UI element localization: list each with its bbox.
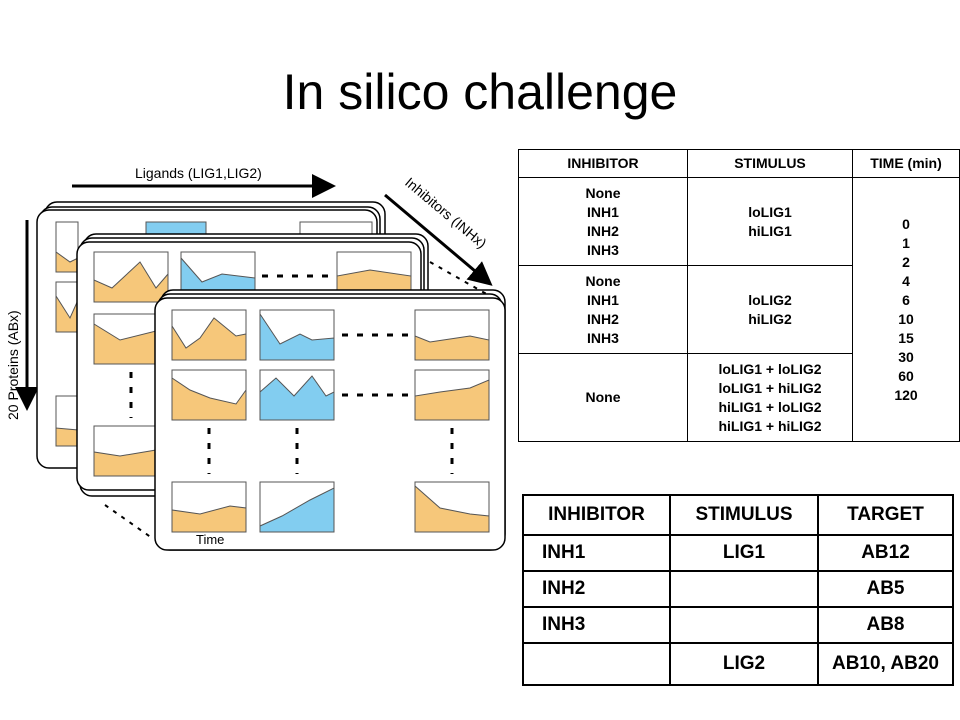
depth-line <box>429 261 491 297</box>
header-stimulus: STIMULUS <box>669 494 819 536</box>
front-plot <box>414 481 490 533</box>
front-plot <box>171 309 247 361</box>
inhibitors-arrow <box>384 193 493 286</box>
stimulus-cell: loLIG2 hiLIG2 <box>687 265 853 354</box>
front-plot <box>259 369 335 421</box>
front-plot <box>414 309 490 361</box>
inhibitor-cell: None INH1 INH2 INH3 <box>518 177 688 266</box>
target-cell: AB12 <box>817 534 954 572</box>
depth-line <box>104 504 153 539</box>
proteins-label: 20 Proteins (ABx) <box>5 310 21 420</box>
table-row: None INH1 INH2 INH3 loLIG1 hiLIG1 0 1 2 … <box>518 177 960 442</box>
target-cell: AB5 <box>817 570 954 608</box>
stimulus-cell: loLIG1 + loLIG2 loLIG1 + hiLIG2 hiLIG1 +… <box>687 353 853 442</box>
back-plot <box>55 221 79 273</box>
inhibitor-cell: INH1 <box>522 534 671 572</box>
table-row: INH2 AB5 <box>522 570 954 608</box>
table-row: None loLIG1 + loLIG2 loLIG1 + hiLIG2 hiL… <box>518 353 960 442</box>
ligands-label: Ligands (LIG1,LIG2) <box>135 165 262 181</box>
table-header-row: INHIBITOR STIMULUS TARGET <box>522 494 954 536</box>
front-plot <box>259 481 335 533</box>
stimulus-cell: LIG1 <box>669 534 819 572</box>
table-header-row: INHIBITOR STIMULUS TIME (min) <box>518 149 960 178</box>
table-row: None INH1 INH2 INH3 loLIG2 hiLIG2 <box>518 265 960 354</box>
table-row: LIG2 AB10, AB20 <box>522 642 954 686</box>
page-title: In silico challenge <box>282 64 678 120</box>
stimulus-cell <box>669 570 819 608</box>
experiment-table: INHIBITOR STIMULUS TIME (min) None INH1 … <box>518 149 960 442</box>
data-cube-diagram: Ligands (LIG1,LIG2) Inhibitors (INHx) 20… <box>5 165 506 551</box>
front-plot <box>171 369 247 421</box>
time-label: Time <box>196 532 224 547</box>
target-cell: AB8 <box>817 606 954 644</box>
inhibitor-cell: INH2 <box>522 570 671 608</box>
header-time: TIME (min) <box>852 149 960 178</box>
header-stimulus: STIMULUS <box>687 149 853 178</box>
front-plot <box>171 481 247 533</box>
table-row: INH1 LIG1 AB12 <box>522 534 954 572</box>
header-target: TARGET <box>817 494 954 536</box>
stimulus-cell <box>669 606 819 644</box>
front-plot <box>259 309 335 361</box>
stimulus-cell: LIG2 <box>669 642 819 686</box>
middle-plot <box>93 251 169 303</box>
front-plot <box>414 369 490 421</box>
header-inhibitor: INHIBITOR <box>518 149 688 178</box>
inhibitor-cell <box>522 642 671 686</box>
inhibitor-cell: INH3 <box>522 606 671 644</box>
inhibitor-cell: None <box>518 353 688 442</box>
target-table: INHIBITOR STIMULUS TARGET INH1 LIG1 AB12… <box>522 494 954 686</box>
panel-front: Time <box>154 289 506 551</box>
time-cell: 0 1 2 4 6 10 15 30 60 120 <box>852 177 960 442</box>
stimulus-cell: loLIG1 hiLIG1 <box>687 177 853 266</box>
table-row: INH3 AB8 <box>522 606 954 644</box>
header-inhibitor: INHIBITOR <box>522 494 671 536</box>
back-plot <box>55 281 79 333</box>
inhibitor-cell: None INH1 INH2 INH3 <box>518 265 688 354</box>
back-plot <box>55 395 79 447</box>
target-cell: AB10, AB20 <box>817 642 954 686</box>
